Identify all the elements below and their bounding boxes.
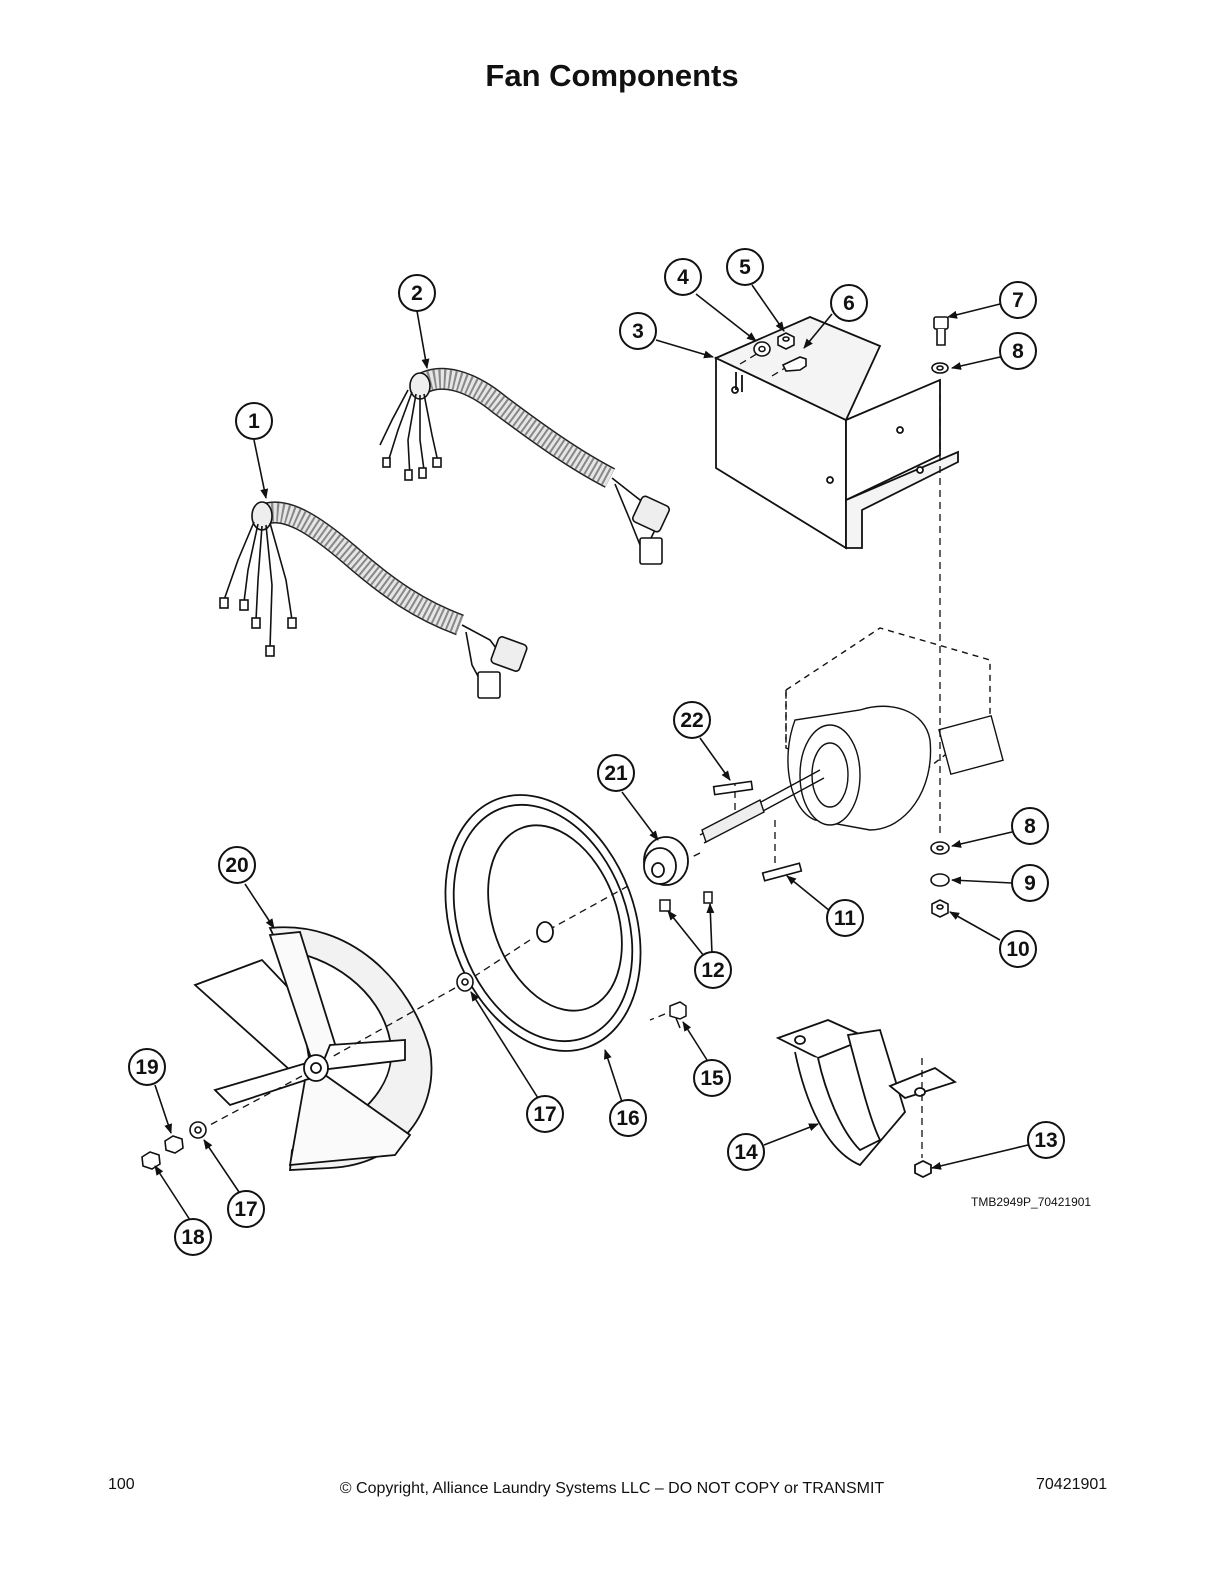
set-screws xyxy=(659,891,713,912)
callout-3: 3 xyxy=(619,312,657,350)
callout-2: 2 xyxy=(398,274,436,312)
support-strap xyxy=(775,1019,958,1179)
callout-number: 15 xyxy=(700,1067,724,1090)
callout-circle xyxy=(174,1218,212,1256)
callout-10: 10 xyxy=(999,930,1037,968)
wire-harness-lower xyxy=(219,501,528,699)
callout-number: 17 xyxy=(234,1198,257,1221)
callout-number: 1 xyxy=(248,410,260,433)
callout-22: 22 xyxy=(673,701,711,739)
callout-6: 6 xyxy=(830,284,868,322)
callout-circle xyxy=(693,1059,731,1097)
callout-circle xyxy=(694,951,732,989)
callout-11: 11 xyxy=(826,899,864,937)
callout-number: 21 xyxy=(604,762,628,785)
callout-circle xyxy=(218,846,256,884)
callout-number: 7 xyxy=(1012,289,1024,312)
callout-number: 2 xyxy=(411,282,423,305)
callout-16: 16 xyxy=(609,1099,647,1137)
callout-circle xyxy=(128,1048,166,1086)
leader-lines xyxy=(154,284,1029,1221)
callout-5: 5 xyxy=(726,248,764,286)
callout-circle xyxy=(726,248,764,286)
callout-number: 10 xyxy=(1006,938,1029,961)
alignment-lines xyxy=(207,351,941,1158)
callout-circle xyxy=(999,332,1037,370)
callout-18: 18 xyxy=(174,1218,212,1256)
copyright-notice: © Copyright, Alliance Laundry Systems LL… xyxy=(339,1480,885,1497)
fan-motor-outline xyxy=(699,627,1004,844)
callout-20: 20 xyxy=(218,846,256,884)
callout-4: 4 xyxy=(664,258,702,296)
callout-circle xyxy=(673,701,711,739)
callout-circle xyxy=(1011,807,1049,845)
callout-circle xyxy=(227,1190,265,1228)
page-title: Fan Components xyxy=(485,58,739,93)
wire-harness-upper xyxy=(379,367,670,565)
callout-9: 9 xyxy=(1011,864,1049,902)
callout-number: 16 xyxy=(616,1107,639,1130)
callout-7: 7 xyxy=(999,281,1037,319)
callout-circle xyxy=(999,281,1037,319)
callout-15: 15 xyxy=(693,1059,731,1097)
callout-12: 12 xyxy=(694,951,732,989)
callout-17: 17 xyxy=(227,1190,265,1228)
callout-number: 11 xyxy=(834,907,857,930)
page-number: 100 xyxy=(108,1476,135,1493)
callout-number: 19 xyxy=(135,1056,158,1079)
shaft-key-upper xyxy=(712,780,754,796)
fan-housing-disk xyxy=(444,794,642,1052)
fan-wheel xyxy=(193,926,433,1171)
callout-number: 8 xyxy=(1024,815,1036,838)
callout-circle xyxy=(830,284,868,322)
callout-circle xyxy=(1027,1121,1065,1159)
callout-number: 6 xyxy=(843,292,855,315)
callout-circle xyxy=(235,402,273,440)
callout-number: 20 xyxy=(225,854,248,877)
callout-number: 13 xyxy=(1034,1129,1057,1152)
callout-number: 4 xyxy=(677,266,689,289)
callout-circle xyxy=(826,899,864,937)
callout-19: 19 xyxy=(128,1048,166,1086)
callout-8: 8 xyxy=(999,332,1037,370)
bracket-hardware xyxy=(753,316,949,374)
callout-circle xyxy=(526,1095,564,1133)
motor-hardware xyxy=(930,841,950,918)
callout-number: 14 xyxy=(734,1141,758,1164)
callout-circle xyxy=(1011,864,1049,902)
callout-14: 14 xyxy=(727,1133,765,1171)
housing-screw xyxy=(669,1001,687,1029)
callout-number: 22 xyxy=(680,709,703,732)
callout-8: 8 xyxy=(1011,807,1049,845)
drawing-id: TMB2949P_70421901 xyxy=(971,1195,1092,1209)
callout-number: 5 xyxy=(739,256,751,279)
callout-number: 18 xyxy=(181,1226,205,1249)
fan-hub xyxy=(643,836,689,886)
callout-circle xyxy=(619,312,657,350)
callout-13: 13 xyxy=(1027,1121,1065,1159)
callout-circle xyxy=(398,274,436,312)
motor-mount-bracket xyxy=(713,316,959,550)
callout-circle xyxy=(609,1099,647,1137)
document-number: 70421901 xyxy=(1036,1476,1108,1493)
wheel-hardware xyxy=(141,972,474,1170)
callout-circle xyxy=(999,930,1037,968)
callout-circle xyxy=(727,1133,765,1171)
callout-number: 12 xyxy=(701,959,724,982)
callout-number: 8 xyxy=(1012,340,1024,363)
callout-number: 17 xyxy=(533,1103,556,1126)
callout-circle xyxy=(597,754,635,792)
callout-1: 1 xyxy=(235,402,273,440)
callout-21: 21 xyxy=(597,754,635,792)
callout-circle xyxy=(664,258,702,296)
shaft-key-lower xyxy=(761,862,803,882)
callout-number: 3 xyxy=(632,320,644,343)
callout-number: 9 xyxy=(1024,872,1036,895)
callout-17: 17 xyxy=(526,1095,564,1133)
